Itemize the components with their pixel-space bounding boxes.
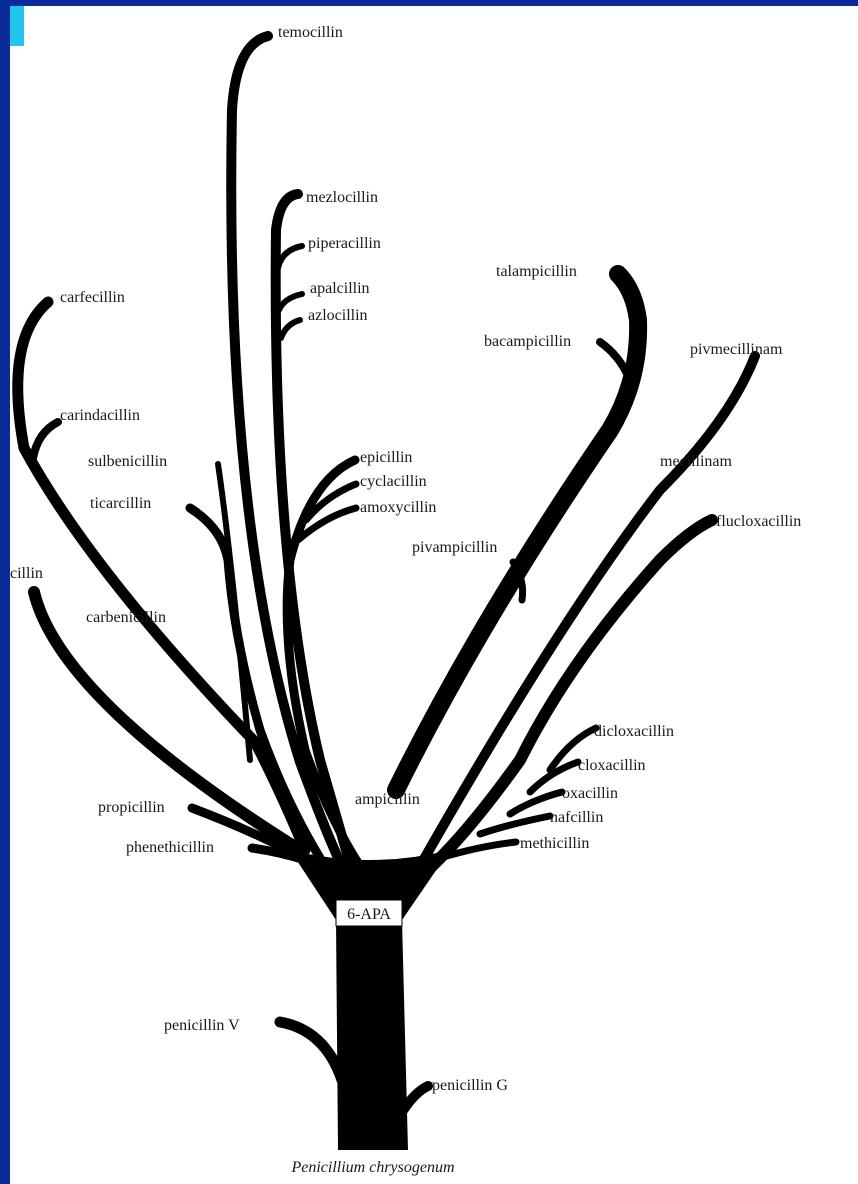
label-mezlocillin: mezlocillin xyxy=(306,189,378,206)
apalcillin-branch xyxy=(279,294,302,310)
label-oxacillin: oxacillin xyxy=(562,785,618,802)
label-cloxacillin: cloxacillin xyxy=(578,757,646,774)
label-piperacillin: piperacillin xyxy=(308,235,381,252)
bacampicillin-branch xyxy=(600,342,630,380)
branches xyxy=(18,36,755,1150)
label-sulbenicillin: sulbenicillin xyxy=(88,453,167,470)
6-apa-label: 6-APA xyxy=(347,906,391,923)
label-nafcillin: nafcillin xyxy=(550,809,603,826)
label-pivmecillinam: pivmecillinam xyxy=(690,341,783,358)
label-temocillin: temocillin xyxy=(278,24,343,41)
label-amoxycillin: amoxycillin xyxy=(360,499,436,516)
label-ticarcillin: ticarcillin xyxy=(90,495,151,512)
label-propicillin: propicillin xyxy=(98,799,165,816)
label-phenethicillin: phenethicillin xyxy=(126,839,214,856)
azlocillin-branch xyxy=(281,320,300,338)
penicillin-v-branch xyxy=(280,1022,342,1080)
label-bacampicillin: bacampicillin xyxy=(484,333,571,350)
label-cillin: cillin xyxy=(10,565,43,582)
label-carfecillin: carfecillin xyxy=(60,289,125,306)
label-talampicillin: talampicillin xyxy=(496,263,577,280)
label-azlocillin: azlocillin xyxy=(308,307,368,324)
label-apalcillin: apalcillin xyxy=(310,280,370,297)
label-penicillin-v: penicillin V xyxy=(164,1017,240,1034)
label-carindacillin: carindacillin xyxy=(60,407,140,424)
penicillin-family-tree: 6-APA temocillin mezlocillin piperacilli… xyxy=(10,6,858,1184)
label-cyclacillin: cyclacillin xyxy=(360,473,427,490)
label-ampicillin: ampicillin xyxy=(355,791,420,808)
trunk xyxy=(336,920,408,1150)
slide: 6-APA temocillin mezlocillin piperacilli… xyxy=(10,6,858,1184)
label-dicloxacillin: dicloxacillin xyxy=(594,723,674,740)
label-methicillin: methicillin xyxy=(520,835,589,852)
corner-accent xyxy=(10,6,24,46)
ampicillin-branch xyxy=(396,274,638,790)
piperacillin-branch xyxy=(278,246,302,268)
label-epicillin: epicillin xyxy=(360,449,412,466)
label-carbenicillin: carbenicillin xyxy=(86,609,166,626)
label-pivampicillin: pivampicillin xyxy=(412,539,497,556)
label-penicillin-g: penicillin G xyxy=(432,1077,508,1094)
caption: Penicillium chrysogenum xyxy=(290,1159,454,1176)
label-flucloxacillin: flucloxacillin xyxy=(716,513,801,530)
nafcillin-branch xyxy=(480,816,550,834)
carindacillin-branch xyxy=(33,422,58,458)
label-mecillinam: mecillinam xyxy=(660,453,733,470)
